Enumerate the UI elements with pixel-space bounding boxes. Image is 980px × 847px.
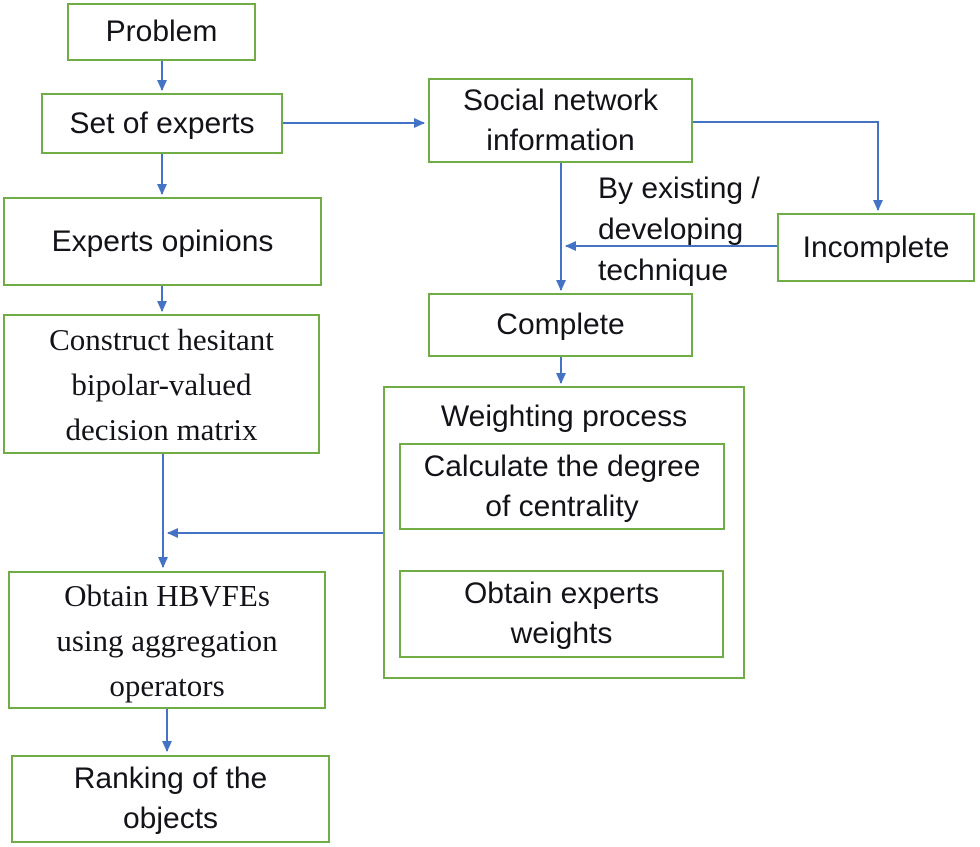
node-experts-opinions: Experts opinions [3,197,322,286]
node-complete: Complete [428,293,693,357]
node-decision-matrix: Construct hesitant bipolar-valued decisi… [3,314,320,454]
node-problem: Problem [67,3,256,61]
node-incomplete: Incomplete [777,213,975,282]
weighting-process-title: Weighting process [440,400,688,433]
edge-label-technique: By existing / developing technique [598,172,760,287]
node-set-of-experts: Set of experts [41,93,283,154]
node-obtain-weights: Obtain experts weights [399,570,724,658]
node-obtain-hbvfes: Obtain HBVFEs using aggregation operator… [8,571,326,709]
node-calculate-centrality: Calculate the degree of centrality [399,443,725,530]
node-ranking: Ranking of the objects [11,755,330,843]
node-weighting-process: Weighting process Calculate the degree o… [383,386,745,679]
node-social-network: Social network information [428,78,693,163]
